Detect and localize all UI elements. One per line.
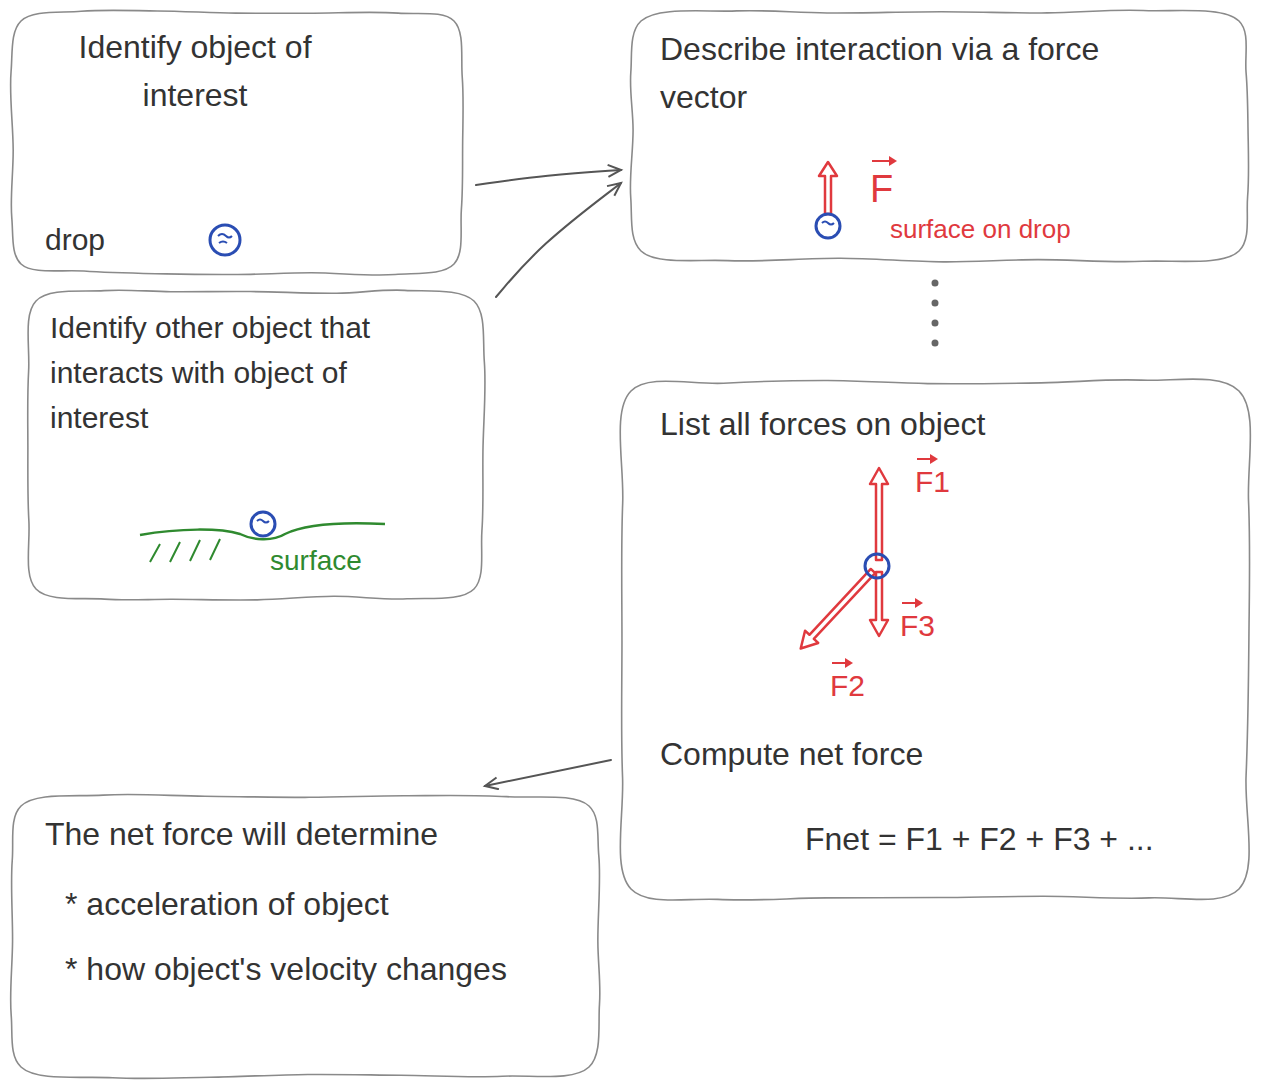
force-subscript: surface on drop (890, 210, 1071, 249)
step-heading: Identify object of interest (25, 23, 365, 119)
step-heading: Identify other object that interacts wit… (50, 305, 450, 440)
drop-outline (210, 225, 240, 255)
drop-icon (210, 225, 240, 255)
surface-hatch (150, 539, 220, 562)
drop-outline (816, 214, 840, 238)
bubble-outline-path (620, 379, 1250, 900)
force-label: F2 (830, 657, 865, 708)
object-label: surface (270, 540, 362, 582)
step-bubble: List all forces on objectF1F3F2Compute n… (615, 375, 1255, 905)
arrow-connector (476, 170, 621, 185)
step-bubble: Identify other object that interacts wit… (20, 285, 490, 605)
drop-squiggle (218, 234, 232, 243)
bubble-outline-path (11, 794, 600, 1078)
force-arrow (819, 162, 837, 214)
drop-squiggle (257, 520, 269, 523)
force-arrow (794, 565, 879, 655)
force-label: F (870, 153, 893, 218)
bullet-item: * acceleration of object (65, 880, 389, 928)
drop-squiggle (822, 222, 834, 225)
step-heading: The net force will determine (45, 810, 438, 858)
step-bubble: Describe interaction via a force vectorF… (625, 5, 1255, 267)
step-heading: List all forces on object (660, 400, 986, 448)
step-bubble: Identify object of interest drop (5, 5, 470, 280)
free-body-icon (794, 468, 889, 655)
step-heading: Compute net force (660, 730, 923, 778)
dotted-connector (932, 283, 939, 361)
force-arrow (870, 468, 888, 560)
step-heading: Describe interaction via a force vector (660, 25, 1160, 121)
bubble-outline-path (28, 290, 485, 600)
drop-outline (865, 554, 889, 578)
force-arrow (870, 572, 888, 636)
force-label: F1 (915, 453, 950, 504)
arrow-connector (496, 183, 621, 297)
bullet-item: * how object's velocity changes (65, 945, 507, 993)
bubble-outline-path (630, 10, 1248, 262)
arrow-connector (485, 760, 611, 786)
bubble-outline-path (11, 10, 464, 275)
net-force-equation: Fnet = F1 + F2 + F3 + ... (805, 815, 1154, 863)
force-label: F3 (900, 597, 935, 648)
drop-outline (251, 512, 275, 536)
force-vector-icon (816, 162, 840, 238)
step-bubble: The net force will determine * accelerati… (5, 790, 605, 1083)
object-label: drop (45, 217, 105, 262)
